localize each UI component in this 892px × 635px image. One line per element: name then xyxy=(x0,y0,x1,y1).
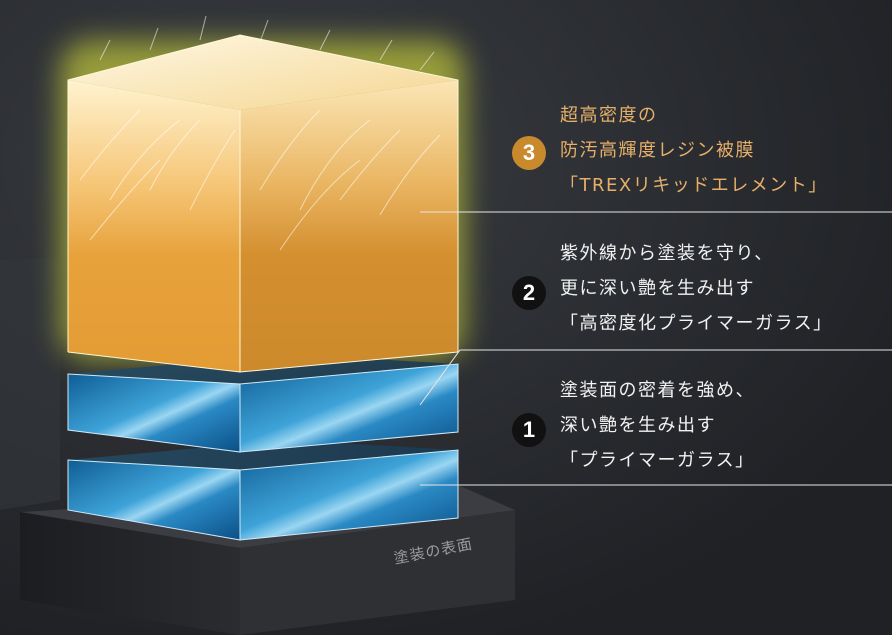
callout-2-line-3: 「高密度化プライマーガラス」 xyxy=(560,313,833,334)
number-badge-1: 1 xyxy=(512,413,546,447)
callout-1-line-2: 深い艶を生み出す xyxy=(560,415,716,436)
bg-slab-left xyxy=(0,258,60,510)
callout-1-line-3: 「プライマーガラス」 xyxy=(560,450,755,471)
layer-1-primer-glass xyxy=(67,440,459,541)
callout-3-line-2: 防汚高輝度レジン被膜 xyxy=(560,140,755,161)
callout-2-line-1: 紫外線から塗装を守り、 xyxy=(560,243,774,264)
leader-line-2 xyxy=(419,349,892,406)
layer-3-trex-liquid-element xyxy=(67,15,459,373)
number-badge-2: 2 xyxy=(512,276,546,310)
number-badge-3: 3 xyxy=(512,136,546,170)
callout-3-line-3: 「TREXリキッドエレメント」 xyxy=(560,175,828,196)
callout-3-line-1: 超高密度の xyxy=(560,105,658,126)
callout-2-line-2: 更に深い艶を生み出す xyxy=(560,278,755,299)
callout-1-line-1: 塗装面の密着を強め、 xyxy=(560,380,755,401)
